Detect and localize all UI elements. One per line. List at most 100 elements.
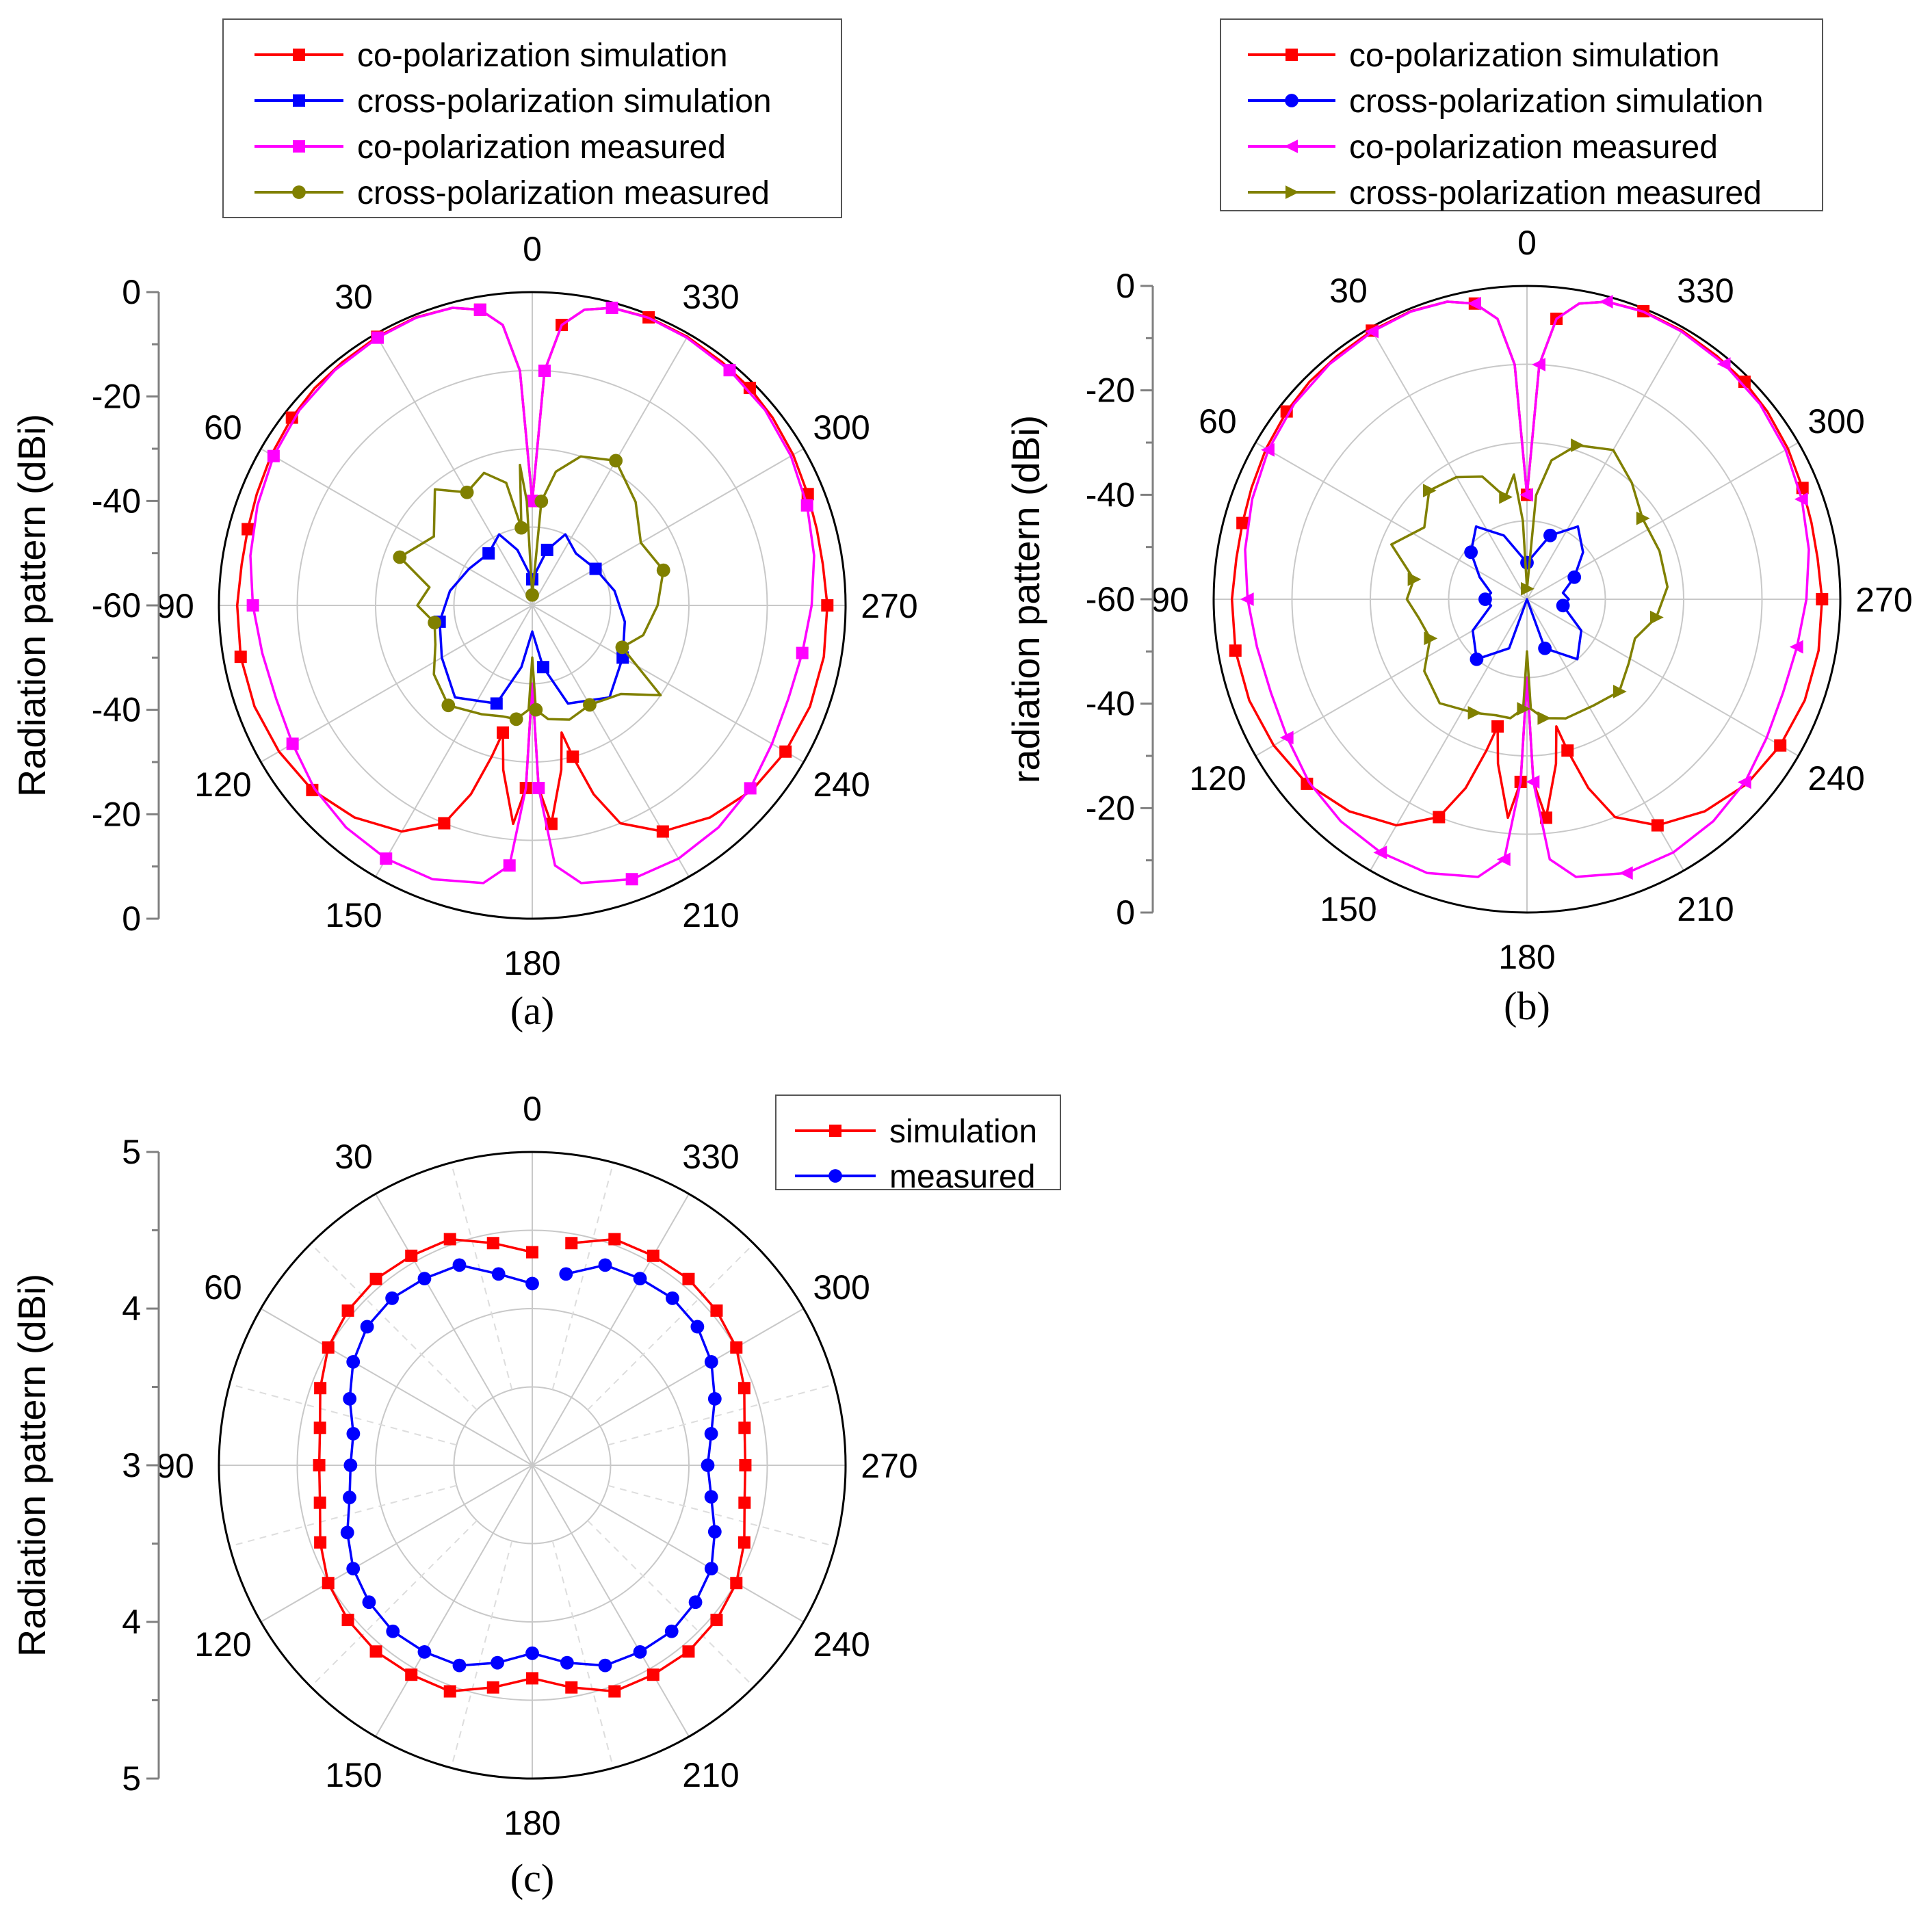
- grid-spoke: [375, 605, 533, 878]
- data-point: [443, 1685, 456, 1698]
- angle-tick-label: 270: [1855, 581, 1912, 619]
- legend-label: co-polarization simulation: [1349, 38, 1720, 74]
- grid-minor-spoke: [229, 1383, 457, 1446]
- data-point: [707, 1525, 722, 1539]
- radial-tick-label: -60: [1086, 580, 1135, 618]
- legend-marker: [1285, 185, 1299, 199]
- data-point: [491, 1655, 505, 1670]
- angle-tick-label: 270: [861, 587, 917, 625]
- data-point: [234, 651, 247, 664]
- data-point: [800, 499, 813, 512]
- data-point: [1301, 777, 1314, 790]
- angle-tick-label: 150: [325, 896, 382, 934]
- angle-tick-label: 0: [523, 230, 542, 268]
- data-point: [744, 782, 757, 795]
- grid-spoke: [532, 1465, 805, 1623]
- grid-spoke: [260, 448, 533, 606]
- data-point: [704, 1562, 718, 1576]
- data-point: [608, 1685, 621, 1698]
- data-point: [322, 1341, 335, 1354]
- data-point: [682, 1645, 695, 1658]
- legend-marker: [1285, 94, 1298, 107]
- y-axis-label: radiation pattern (dBi): [1004, 415, 1047, 784]
- data-point: [428, 616, 442, 630]
- data-point: [314, 1382, 327, 1395]
- angle-tick-label: 330: [1677, 272, 1734, 310]
- data-point: [1794, 492, 1808, 506]
- data-point: [615, 640, 629, 655]
- data-point: [526, 1246, 538, 1259]
- data-point: [545, 817, 558, 830]
- angle-tick-label: 30: [1329, 272, 1368, 310]
- legend-label: simulation: [889, 1114, 1037, 1150]
- data-point: [1478, 592, 1492, 606]
- data-point: [1236, 516, 1249, 529]
- data-point: [1261, 443, 1275, 457]
- angle-tick-label: 240: [813, 765, 870, 804]
- legend-marker: [829, 1125, 841, 1137]
- data-point: [1537, 711, 1552, 725]
- data-point: [341, 1304, 354, 1317]
- data-point: [346, 1562, 361, 1576]
- data-point: [723, 364, 736, 377]
- series-measured: [340, 1258, 722, 1673]
- data-point: [701, 1458, 715, 1472]
- angle-tick-label: 180: [504, 1804, 560, 1842]
- grid-minor-spoke: [310, 1243, 478, 1411]
- data-point: [417, 1272, 432, 1286]
- grid-spoke: [1526, 327, 1684, 600]
- grid-spoke: [260, 1465, 533, 1623]
- angle-tick-label: 240: [813, 1625, 870, 1664]
- grid-minor-spoke: [587, 1243, 755, 1411]
- radial-tick-label: -40: [92, 482, 141, 520]
- data-point: [525, 1646, 539, 1660]
- data-point: [267, 449, 280, 462]
- legend-label: measured: [889, 1159, 1035, 1195]
- data-point: [1539, 811, 1552, 824]
- data-point: [1619, 866, 1633, 880]
- angle-tick-label: 30: [335, 1138, 373, 1176]
- legend-marker: [1285, 49, 1298, 61]
- chart-c: 030609012015018021024027030033054345Radi…: [10, 1090, 1061, 1900]
- data-point: [565, 1237, 578, 1250]
- radial-tick-label: 0: [122, 900, 141, 938]
- data-point: [340, 1525, 354, 1540]
- grid-spoke: [532, 333, 690, 606]
- data-point: [737, 1382, 750, 1395]
- data-point: [1365, 324, 1379, 339]
- chart-b: 03060901201501802102402703003300-20-40-6…: [1004, 18, 1913, 1028]
- chart-a: 03060901201501802102402703003300-20-40-6…: [10, 18, 918, 1033]
- data-point: [1519, 488, 1533, 502]
- legend-label: cross-polarization simulation: [357, 83, 772, 120]
- data-point: [306, 783, 319, 796]
- data-point: [313, 1421, 326, 1434]
- legend: co-polarization simulationcross-polariza…: [222, 18, 842, 218]
- angle-tick-label: 120: [194, 765, 251, 804]
- data-point: [583, 698, 597, 712]
- data-point: [1716, 357, 1731, 371]
- data-point: [616, 651, 629, 664]
- radial-tick-label: 5: [122, 1133, 141, 1171]
- data-point: [1561, 744, 1574, 757]
- angle-tick-label: 210: [1677, 890, 1734, 928]
- data-point: [625, 873, 638, 886]
- data-point: [532, 782, 545, 795]
- data-point: [1599, 295, 1613, 309]
- series-line: [438, 533, 627, 705]
- data-point: [656, 563, 670, 577]
- angle-tick-label: 120: [1189, 759, 1246, 798]
- data-point: [730, 1341, 743, 1354]
- data-point: [526, 1672, 538, 1685]
- data-point: [386, 1624, 400, 1638]
- data-point: [647, 1668, 660, 1681]
- grid-spoke: [1526, 599, 1799, 757]
- data-point: [821, 599, 834, 612]
- data-point: [491, 1267, 506, 1281]
- legend-label: cross-polarization simulation: [1349, 83, 1764, 120]
- grid-spoke: [532, 1193, 690, 1466]
- grid-spoke: [260, 605, 533, 763]
- data-point: [1571, 438, 1584, 452]
- grid-spoke: [1370, 327, 1528, 600]
